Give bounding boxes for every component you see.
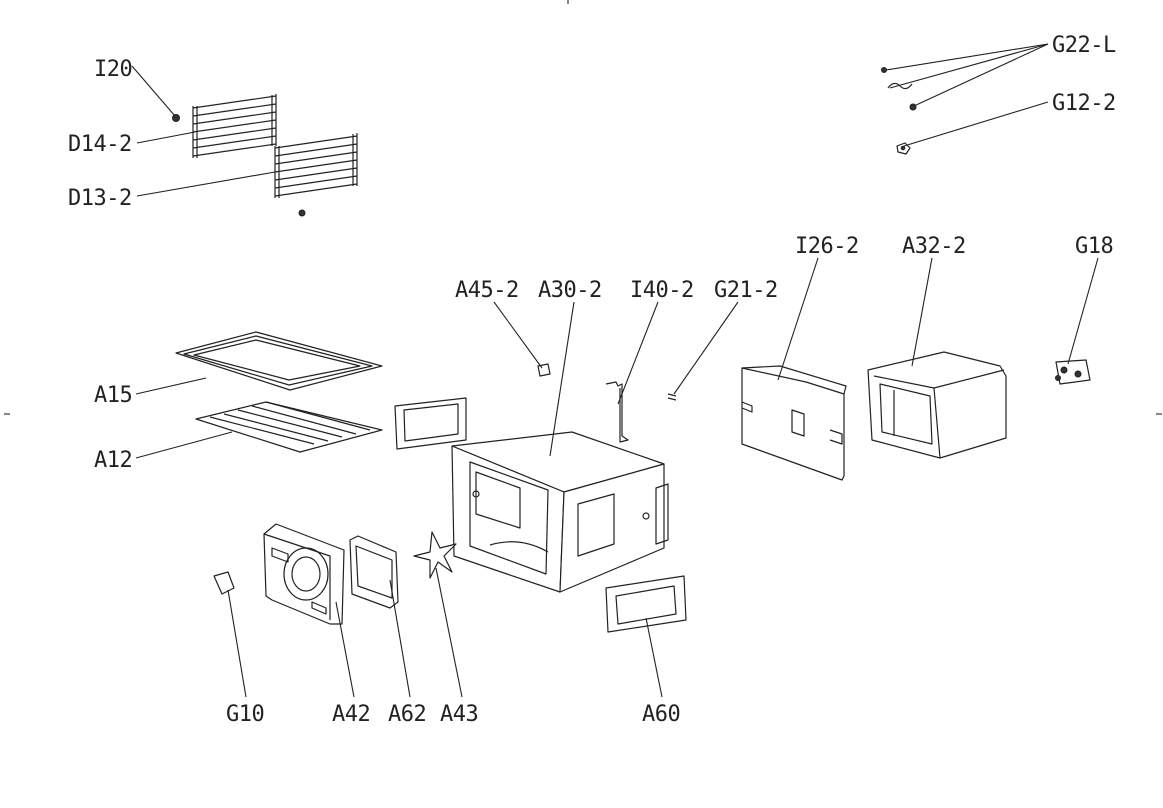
leader-a45-2 (493, 301, 543, 369)
leader-g12-2 (903, 101, 1049, 147)
leader-g22-l-2 (889, 43, 1049, 89)
part-g12-2-fitting (896, 142, 911, 155)
leader-a30-2 (549, 301, 575, 457)
label-g12-2: G12-2 (1052, 91, 1116, 116)
label-a43: A43 (440, 702, 478, 727)
label-a15: A15 (94, 383, 132, 408)
leader-a42 (335, 601, 355, 698)
label-i20: I20 (94, 57, 132, 82)
part-g21-2-screw (667, 393, 677, 401)
label-a12: A12 (94, 448, 132, 473)
part-d14-2-rack (192, 94, 277, 158)
part-a42-fan-cover (263, 523, 345, 625)
part-labels: I20 D14-2 D13-2 G22-L G12-2 I26-2 A32-2 … (68, 33, 1116, 727)
leader-g18 (1067, 257, 1099, 365)
leader-a62 (389, 579, 411, 698)
part-i26-2-insulation (741, 365, 847, 481)
part-a12-rack (195, 401, 383, 453)
leader-a12 (135, 431, 233, 459)
part-a32-2-housing (867, 351, 1007, 459)
label-d14-2: D14-2 (68, 132, 132, 157)
leader-i40-2 (617, 301, 659, 405)
part-i20-screw (172, 114, 306, 217)
label-a42: A42 (332, 702, 370, 727)
label-a45-2: A45-2 (455, 278, 519, 303)
label-a32-2: A32-2 (902, 234, 966, 259)
part-g10-lamp (213, 571, 235, 595)
part-d13-2-rack (274, 133, 358, 198)
label-a30-2: A30-2 (538, 278, 602, 303)
leader-i26-2 (777, 257, 819, 381)
leader-a32-2 (911, 257, 933, 367)
label-i26-2: I26-2 (795, 234, 859, 259)
leader-a43 (435, 567, 463, 698)
label-g22-l: G22-L (1052, 33, 1116, 58)
leader-d14-2 (136, 131, 196, 144)
part-a60-frame (605, 575, 687, 633)
leader-g10 (227, 589, 247, 698)
label-g21-2: G21-2 (714, 278, 778, 303)
part-a62-gasket (349, 535, 399, 609)
leader-d13-2 (136, 171, 276, 197)
leader-lines (131, 43, 1099, 698)
label-a60: A60 (642, 702, 680, 727)
leader-a15 (135, 377, 207, 395)
leader-g22-l-3 (913, 43, 1049, 107)
label-d13-2: D13-2 (68, 186, 132, 211)
part-a30-2-cavity (451, 431, 669, 593)
leader-g22-l-1 (885, 43, 1049, 71)
part-i40-2-rod (605, 381, 629, 443)
part-a43-fan-blade (413, 531, 457, 579)
label-g10: G10 (226, 702, 264, 727)
part-g18-switch (1055, 359, 1091, 385)
label-g18: G18 (1075, 234, 1113, 259)
label-a62: A62 (388, 702, 426, 727)
part-small-gasket-frame (394, 397, 467, 450)
part-g22-l-fittings (881, 67, 917, 111)
leader-i20 (131, 65, 176, 117)
label-i40-2: I40-2 (630, 278, 694, 303)
leader-g21-2 (673, 301, 739, 395)
leader-a60 (645, 617, 663, 698)
part-a15-tray (175, 331, 383, 391)
